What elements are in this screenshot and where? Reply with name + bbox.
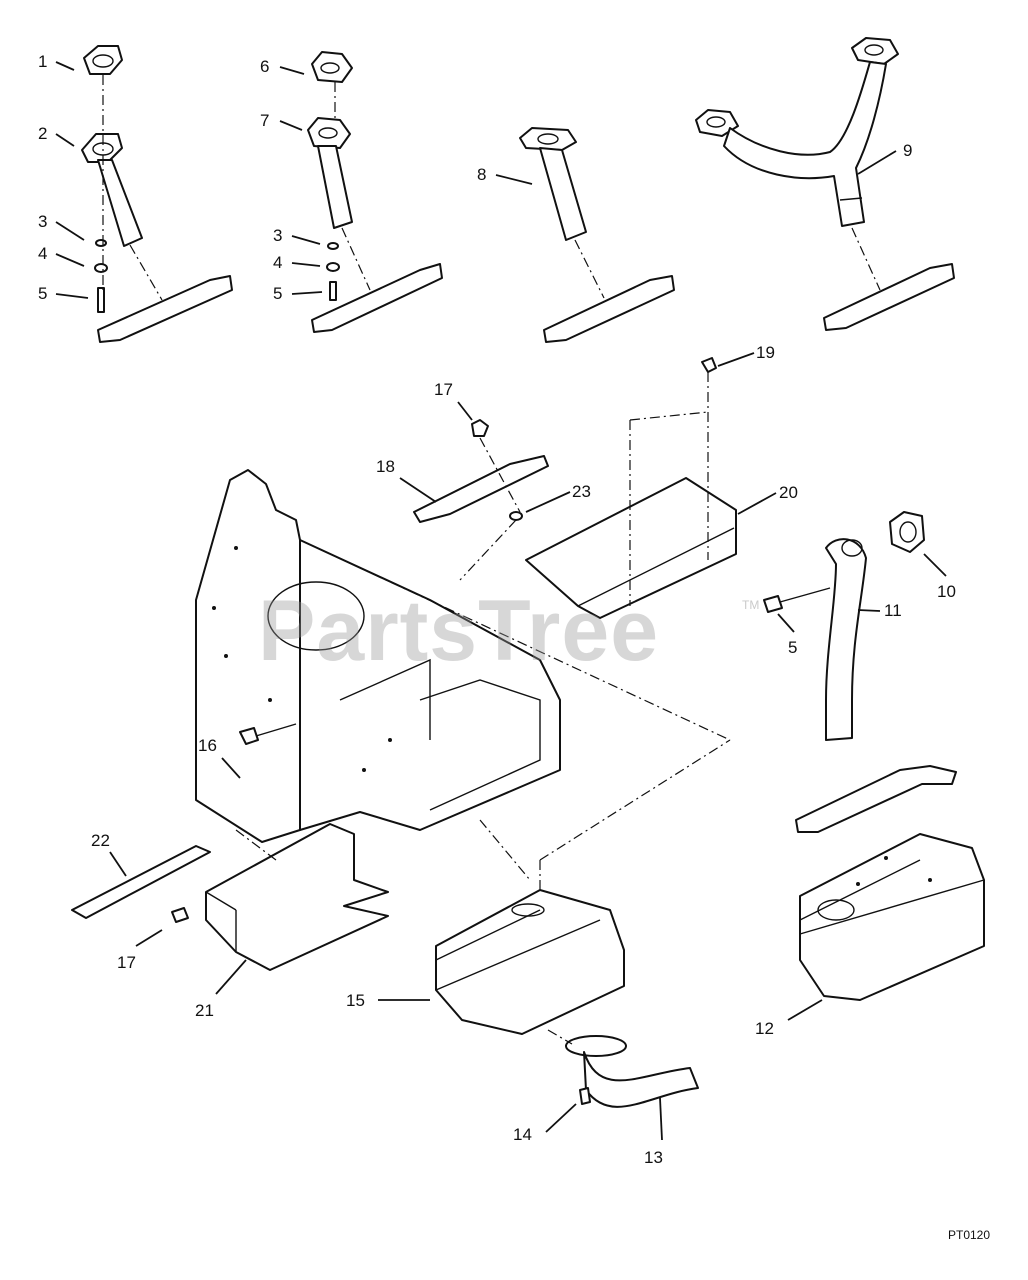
- muffler-12: [799, 833, 985, 1001]
- tailpipe-13: [547, 1029, 699, 1108]
- heat-plate-22: [71, 845, 211, 919]
- callout-19: 19: [756, 343, 775, 362]
- exhaust-pipe-assembly-d: [695, 37, 955, 331]
- callout-8: 8: [477, 165, 486, 184]
- callout-18: 18: [376, 457, 395, 476]
- callout-17: 17: [117, 953, 136, 972]
- callout-22: 22: [91, 831, 110, 850]
- callout-4: 4: [38, 244, 47, 263]
- exhaust-pipe-assembly-e: [763, 511, 925, 741]
- callout-23: 23: [572, 482, 591, 501]
- trademark-mark: TM: [742, 598, 760, 612]
- watermark: PartsTree: [258, 583, 660, 679]
- callout-1: 1: [38, 52, 47, 71]
- callout-11: 11: [884, 601, 902, 620]
- shield-21: [171, 823, 389, 971]
- callout-12: 12: [755, 1019, 774, 1038]
- callout-15: 15: [346, 991, 365, 1010]
- leader-lines: [55, 61, 947, 1141]
- callout-4: 4: [273, 253, 282, 272]
- callout-numbers: 1 2 3 4 5 6 7 3 4 5 8 9 17 19 18 23 20 1…: [38, 52, 956, 1167]
- callout-17: 17: [434, 380, 453, 399]
- callout-5: 5: [38, 284, 47, 303]
- heat-shield-assembly: [525, 357, 737, 619]
- engine-frame: [195, 469, 731, 861]
- exhaust-pipe-assembly-a: [81, 45, 233, 343]
- callout-3: 3: [273, 226, 282, 245]
- callout-14: 14: [513, 1125, 532, 1144]
- muffler-15: [435, 819, 625, 1035]
- bracket-assembly: [413, 419, 549, 581]
- callout-21: 21: [195, 1001, 214, 1020]
- callout-5: 5: [273, 284, 282, 303]
- callout-3: 3: [38, 212, 47, 231]
- callout-9: 9: [903, 141, 912, 160]
- drawing-code: PT0120: [948, 1228, 991, 1242]
- exhaust-pipe-assembly-b: [307, 51, 443, 333]
- callout-6: 6: [260, 57, 269, 76]
- exhaust-pipe-assembly-c: [519, 127, 675, 343]
- callout-20: 20: [779, 483, 798, 502]
- callout-7: 7: [260, 111, 269, 130]
- muffler-bracket: [795, 765, 957, 833]
- callout-5: 5: [788, 638, 797, 657]
- bolt-16: [239, 723, 297, 745]
- callout-13: 13: [644, 1148, 663, 1167]
- callout-16: 16: [198, 736, 217, 755]
- callout-10: 10: [937, 582, 956, 601]
- callout-2: 2: [38, 124, 47, 143]
